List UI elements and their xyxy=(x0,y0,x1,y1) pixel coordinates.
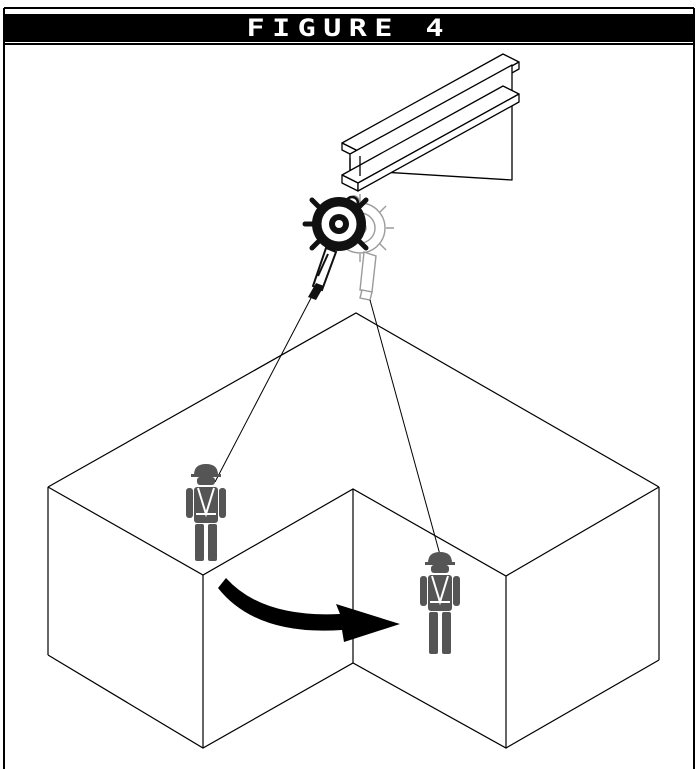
self-retracting-lifeline-icon xyxy=(302,195,369,300)
building-block xyxy=(47,312,660,749)
figure-border xyxy=(3,7,695,769)
i-beam-icon xyxy=(341,53,520,192)
figure-title: FIGURE 4 xyxy=(246,14,451,42)
swing-arrow-icon xyxy=(218,578,400,642)
figure-title-bar: FIGURE 4 xyxy=(3,14,694,42)
worker-icon xyxy=(420,552,460,654)
lifelines xyxy=(214,297,443,563)
worker-icon xyxy=(186,464,226,561)
